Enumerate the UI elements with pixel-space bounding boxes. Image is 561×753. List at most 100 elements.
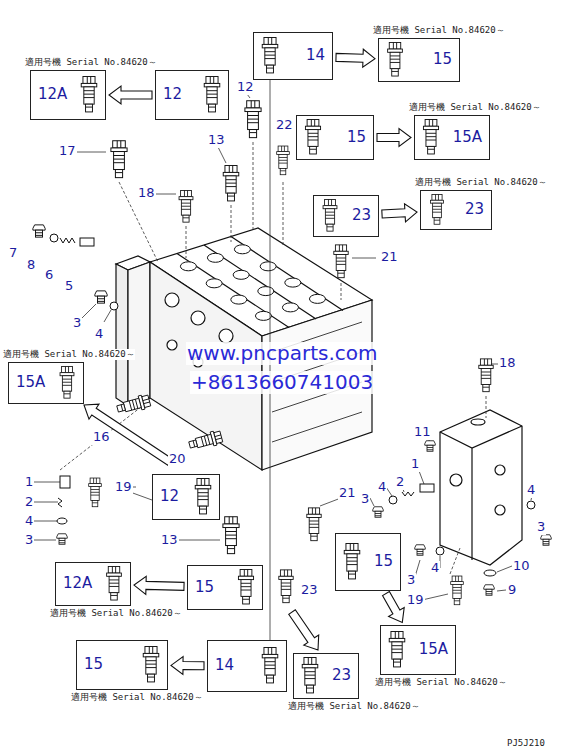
- callout-number: 15: [346, 129, 367, 146]
- callout-number: 3: [72, 316, 82, 331]
- serial-note: 適用号機 Serial No.84620～: [25, 57, 157, 68]
- small-part: [57, 518, 67, 524]
- small-part: [420, 484, 434, 492]
- callout-number: 4: [526, 483, 536, 498]
- valve-part: [451, 576, 464, 605]
- valve-part: [60, 366, 74, 398]
- valve-part: [60, 38, 444, 693]
- right-valve-section: [495, 505, 505, 515]
- leader-line: [119, 142, 341, 300]
- serial-note: 適用号機 Serial No.84620～: [71, 692, 203, 703]
- replacement-arrow: [336, 49, 375, 67]
- callout-number: 13: [207, 133, 226, 148]
- callout-number: 12A: [62, 575, 93, 592]
- callout-box: 適用号機 Serial No.84620～15A: [414, 115, 490, 160]
- callout-number: 15: [432, 51, 453, 68]
- small-part: [60, 238, 75, 243]
- valve-part: [279, 570, 293, 603]
- valve-body: [233, 270, 249, 279]
- callout-number: 9: [507, 583, 517, 598]
- callout-box: 12: [152, 474, 220, 520]
- callout-number: 1: [410, 457, 420, 472]
- small-part: [60, 476, 70, 488]
- callout-box: 適用号機 Serial No.84620～12A: [30, 70, 106, 120]
- callout-number: 23: [464, 201, 485, 218]
- callout-number: 4: [430, 561, 440, 576]
- callout-number: 4: [24, 514, 34, 529]
- valve-body: [231, 295, 247, 304]
- callout-box: 15: [187, 565, 263, 610]
- replacement-arrow: [171, 657, 204, 675]
- callout-number: 2: [395, 475, 405, 490]
- callout-number: 16: [92, 430, 111, 445]
- callout-number: 2: [24, 495, 34, 510]
- valve-part: [245, 101, 261, 138]
- small-part: [484, 570, 496, 576]
- callout-number: 21: [338, 486, 357, 501]
- callout-number: 12: [162, 86, 183, 103]
- valve-part: [107, 566, 122, 600]
- valve-part: [302, 658, 318, 693]
- serial-note: 適用号機 Serial No.84620～: [375, 677, 507, 688]
- callout-box: 適用号機 Serial No.84620～15: [378, 38, 460, 82]
- valve-part: [389, 632, 405, 667]
- drawing-code: PJ5J210: [506, 738, 546, 748]
- valve-body: [258, 287, 274, 296]
- callout-box: 15: [335, 533, 401, 591]
- valve-body: [180, 245, 325, 321]
- valve-part: [188, 430, 223, 452]
- callout-number: 7: [8, 246, 18, 261]
- valve-body: [219, 329, 233, 343]
- callout-number: 4: [377, 480, 387, 495]
- callout-number: 21: [380, 250, 399, 265]
- replacement-arrow: [377, 129, 411, 147]
- valve-part: [195, 479, 211, 514]
- callout-number: 14: [305, 47, 326, 64]
- valve-body: [167, 340, 177, 350]
- serial-note: 適用号機 Serial No.84620～: [373, 25, 505, 36]
- callout-box: 14: [253, 32, 333, 80]
- callout-number: 5: [64, 279, 74, 294]
- leader-line: [76, 90, 376, 322]
- valve-body: [206, 279, 222, 288]
- callout-box: 適用号機 Serial No.84620～15A: [8, 362, 84, 404]
- small-part: [373, 507, 384, 518]
- replacement-arrow: [109, 86, 152, 104]
- valve-body: [177, 237, 343, 328]
- callout-number: 3: [536, 520, 546, 535]
- valve-part: [479, 359, 493, 392]
- callout-number: 3: [406, 573, 416, 588]
- leader-line: [34, 364, 544, 600]
- valve-part: [179, 190, 193, 222]
- valve-body: [309, 294, 325, 303]
- valve-part: [89, 478, 102, 507]
- small-part: [33, 225, 45, 237]
- callout-number: 23: [331, 667, 352, 684]
- valve-part: [223, 517, 239, 554]
- small-part: [389, 496, 397, 504]
- valve-body: [116, 264, 128, 406]
- callout-number: 15: [373, 553, 394, 570]
- valve-part: [307, 508, 321, 541]
- valve-body: [180, 262, 196, 271]
- valve-part: [423, 120, 438, 154]
- callout-number: 20: [168, 452, 187, 467]
- valve-part: [388, 42, 403, 76]
- valve-body: [255, 311, 271, 320]
- callout-number: 15: [194, 579, 215, 596]
- callout-box: 15A適用号機 Serial No.84620～: [380, 625, 456, 675]
- valve-body: [165, 293, 179, 307]
- callout-number: 19: [406, 593, 425, 608]
- right-valve-section: [450, 474, 462, 486]
- watermark: +8613660741003: [190, 371, 374, 394]
- small-part: [436, 547, 444, 555]
- right-valve-section: [471, 419, 485, 425]
- valve-body: [191, 311, 205, 325]
- callout-box: 15: [296, 115, 374, 160]
- small-part: [50, 234, 58, 242]
- valve-part: [111, 141, 127, 178]
- valve-part: [344, 544, 360, 579]
- small-part: [33, 225, 551, 595]
- valve-part: [262, 648, 278, 683]
- replacement-arrow: [382, 204, 417, 222]
